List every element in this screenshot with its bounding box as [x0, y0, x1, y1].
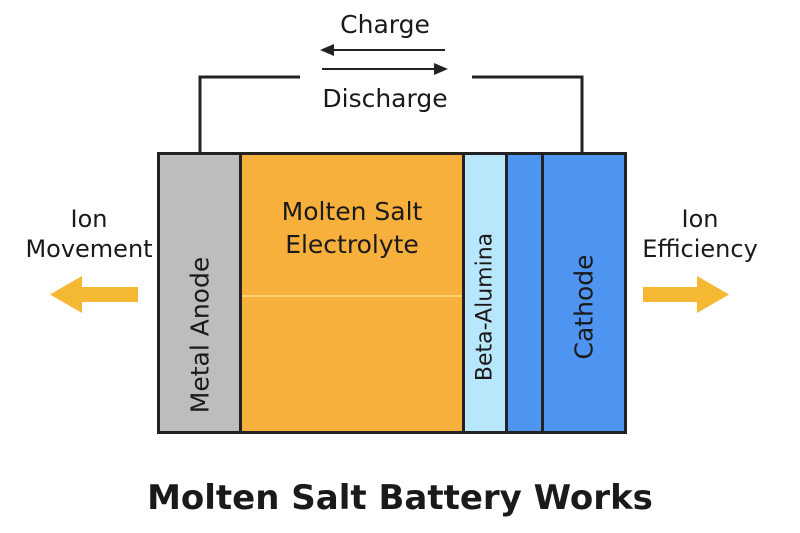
ion-efficiency-label: Ion Efficiency: [620, 204, 780, 264]
ion-movement-label-line1: Ion: [70, 205, 108, 233]
separator-layer: [505, 152, 544, 434]
electrolyte-divider: [242, 295, 462, 297]
ion-movement-arrow-icon: [50, 276, 138, 313]
beta-alumina-layer: Beta-Alumina: [462, 152, 508, 434]
discharge-label: Discharge: [322, 84, 448, 113]
external-circuit-wire: [198, 75, 300, 152]
electrolyte-layer: Molten Salt Electrolyte: [239, 152, 465, 434]
ion-movement-label-line2: Movement: [25, 235, 153, 263]
cathode-layer: Cathode: [541, 152, 627, 434]
ion-efficiency-arrow-icon: [643, 276, 729, 313]
metal-anode-label: Metal Anode: [185, 256, 214, 414]
ion-efficiency-label-line2: Efficiency: [642, 235, 758, 263]
external-circuit-wire-right: [472, 75, 584, 152]
ion-movement-label: Ion Movement: [14, 204, 164, 264]
discharge-arrow-icon: [322, 63, 448, 75]
metal-anode-layer: Metal Anode: [157, 152, 242, 434]
cathode-label: Cathode: [569, 254, 599, 360]
electrolyte-label-line1: Molten Salt: [281, 197, 423, 226]
beta-alumina-label: Beta-Alumina: [472, 232, 498, 382]
electrolyte-label-line2: Electrolyte: [285, 230, 419, 259]
electrolyte-label: Molten Salt Electrolyte: [242, 195, 462, 261]
charge-arrow-icon: [320, 44, 445, 56]
diagram-title: Molten Salt Battery Works: [147, 478, 653, 518]
ion-efficiency-label-line1: Ion: [681, 205, 719, 233]
charge-label: Charge: [340, 10, 430, 39]
